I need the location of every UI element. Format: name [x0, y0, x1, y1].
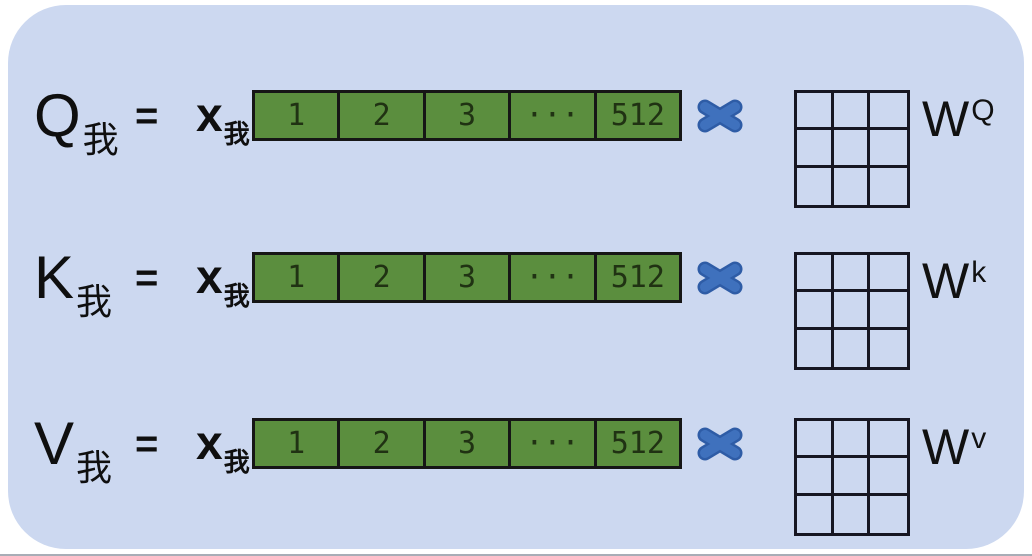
vector-cell: 2: [337, 421, 422, 466]
equals-sign: =: [135, 421, 159, 466]
weight-letter: W: [922, 418, 970, 475]
output-subscript: 我: [76, 446, 113, 488]
weight-matrix: [794, 252, 910, 370]
vector-cell: 2: [337, 93, 422, 138]
matrix-cell: [870, 292, 907, 330]
vector-cell: 512: [593, 421, 679, 466]
matrix-cell: [834, 167, 871, 205]
matrix-cell: [797, 292, 834, 330]
matrix-cell: [870, 168, 907, 205]
output-subscript: 我: [82, 118, 119, 160]
vector-cell: 512: [593, 93, 679, 138]
matrix-cell: [834, 495, 871, 533]
matrix-cell: [797, 458, 834, 496]
bottom-divider: [0, 554, 1032, 556]
row-query: Q我 = x我 1 2 3 ··· 512 WQ: [8, 85, 1024, 208]
matrix-cell: [797, 93, 834, 131]
matrix-cell: [833, 292, 871, 330]
vector-cell: 3: [422, 93, 508, 138]
input-letter: x: [196, 250, 223, 304]
vector-cell: 1: [287, 259, 306, 295]
weight-label-k: Wk: [922, 256, 986, 306]
output-subscript: 我: [76, 280, 113, 322]
matrix-cell: [797, 421, 834, 459]
matrix-cell: [870, 496, 907, 533]
weight-matrix: [794, 90, 910, 208]
embedding-vector: 1 2 3 ··· 512: [252, 418, 682, 469]
input-label-x: x我: [196, 88, 250, 147]
matrix-cell: [833, 93, 871, 131]
matrix-cell: [870, 421, 907, 459]
matrix-cell: [833, 130, 871, 168]
matrix-cell: [797, 329, 834, 367]
weight-label-q: WQ: [922, 94, 995, 144]
matrix-cell: [870, 130, 907, 168]
output-letter: Q: [34, 81, 81, 149]
x-cross-icon: [697, 99, 743, 132]
diagram-panel: Q我 = x我 1 2 3 ··· 512 WQ: [8, 5, 1024, 549]
output-letter: V: [34, 409, 75, 477]
embedding-vector: 1 2 3 ··· 512: [252, 90, 682, 141]
input-label-x: x我: [196, 250, 250, 309]
weight-letter: W: [922, 252, 970, 309]
equals-sign: =: [135, 93, 159, 138]
multiply-icon: [697, 97, 743, 135]
vector-cell: 1: [287, 97, 306, 133]
matrix-cell: [797, 130, 834, 168]
matrix-cell: [870, 93, 907, 131]
vector-cell: 512: [593, 255, 679, 300]
matrix-cell: [834, 329, 871, 367]
vector-cell: 3: [422, 421, 508, 466]
input-letter: x: [196, 88, 223, 142]
vector-cell-ellipsis: ···: [508, 421, 593, 466]
multiply-icon: [697, 425, 743, 463]
equals-sign: =: [135, 255, 159, 300]
weight-matrix: [794, 418, 910, 536]
vector-cell: 3: [422, 255, 508, 300]
input-subscript: 我: [223, 280, 250, 311]
weight-superscript: k: [971, 255, 987, 289]
vector-cell-ellipsis: ···: [508, 255, 593, 300]
output-label-v: V我: [34, 413, 112, 485]
vector-cell: 1: [287, 425, 306, 461]
embedding-vector: 1 2 3 ··· 512: [252, 252, 682, 303]
input-label-x: x我: [196, 416, 250, 475]
weight-superscript: v: [971, 421, 987, 455]
output-label-k: K我: [34, 247, 112, 319]
multiply-icon: [697, 259, 743, 297]
input-letter: x: [196, 416, 223, 470]
x-cross-icon: [697, 261, 743, 294]
input-subscript: 我: [223, 118, 250, 149]
x-cross-icon: [697, 427, 743, 460]
output-label-q: Q我: [34, 85, 119, 157]
output-letter: K: [34, 243, 75, 311]
row-value: V我 = x我 1 2 3 ··· 512 Wv: [8, 413, 1024, 536]
matrix-cell: [797, 255, 834, 293]
weight-letter: W: [922, 90, 970, 147]
matrix-cell: [870, 255, 907, 293]
matrix-cell: [870, 458, 907, 496]
vector-cell: 2: [337, 255, 422, 300]
matrix-cell: [833, 255, 871, 293]
weight-label-v: Wv: [922, 422, 986, 472]
matrix-cell: [797, 495, 834, 533]
matrix-cell: [870, 330, 907, 367]
matrix-cell: [833, 421, 871, 459]
input-subscript: 我: [223, 446, 250, 477]
row-key: K我 = x我 1 2 3 ··· 512 Wk: [8, 247, 1024, 370]
matrix-cell: [833, 458, 871, 496]
weight-superscript: Q: [971, 93, 995, 127]
matrix-cell: [797, 167, 834, 205]
vector-cell-ellipsis: ···: [508, 93, 593, 138]
